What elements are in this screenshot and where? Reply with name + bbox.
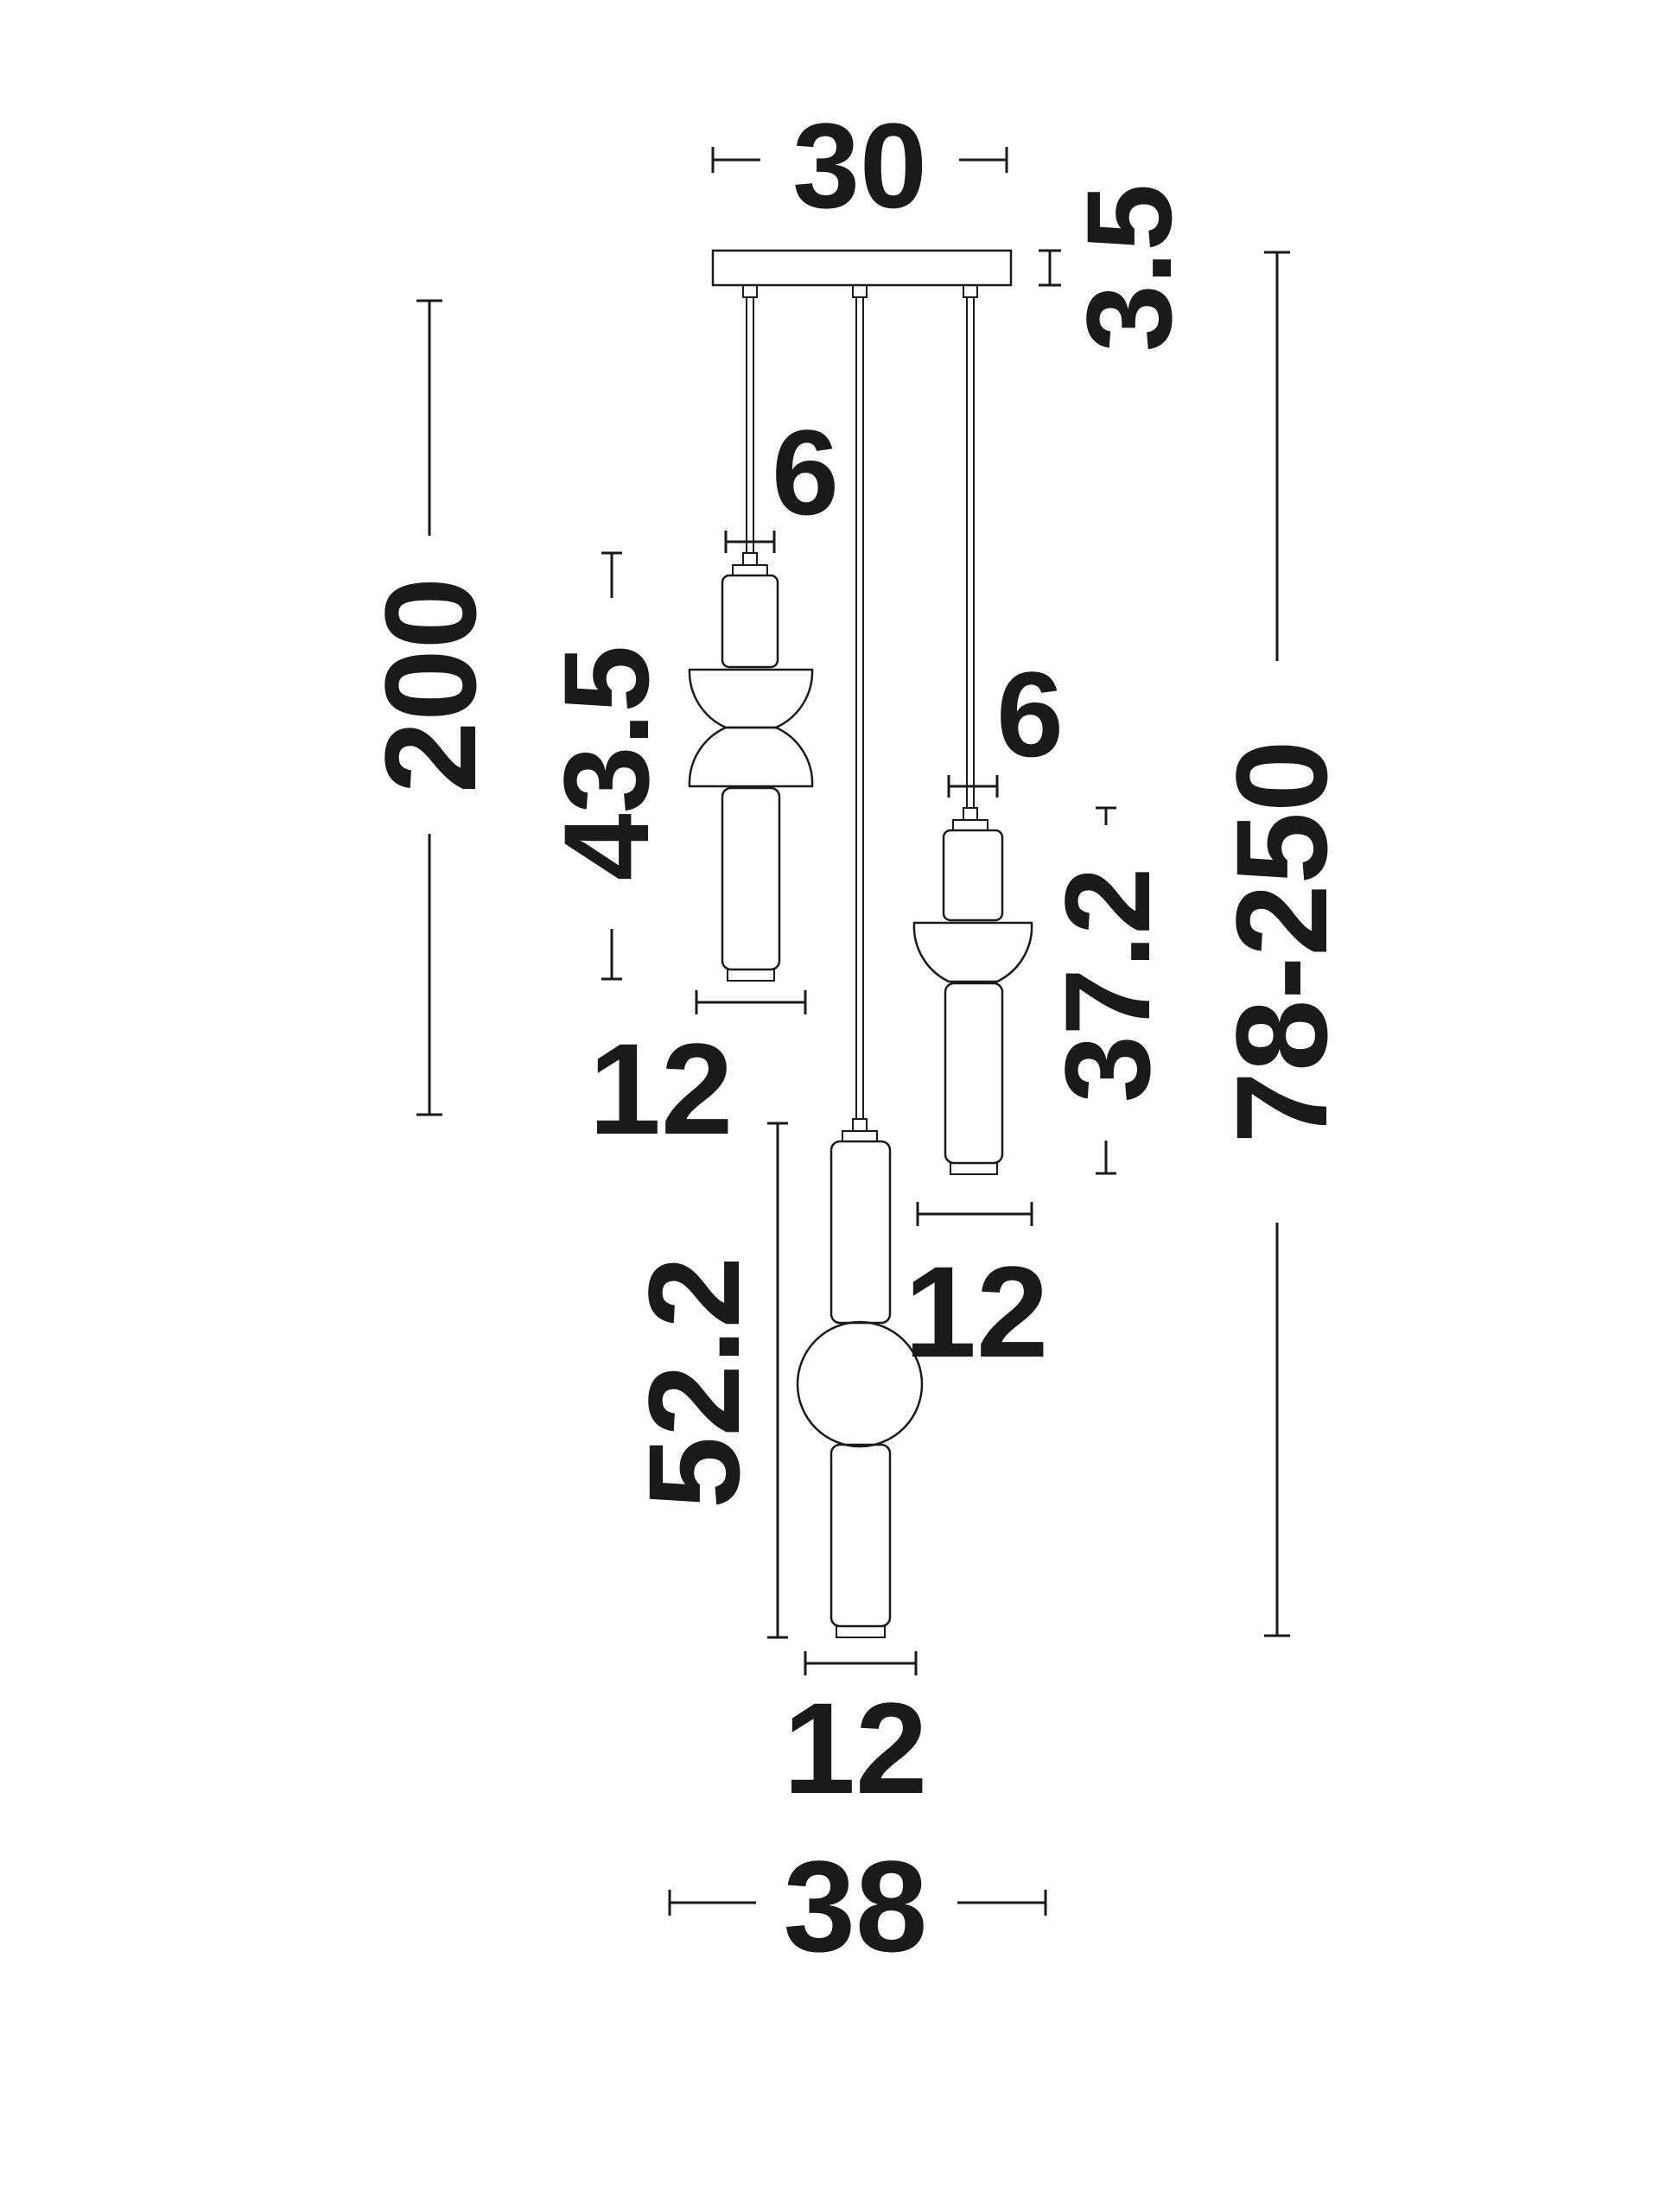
- pendant-center-height-dimension: 52.2: [621, 1122, 788, 1639]
- pendant-left: [688, 552, 814, 982]
- pendant-center-height-label: 52.2: [621, 1256, 766, 1509]
- cables: [746, 297, 975, 1119]
- total-height-dimension: 78-250: [1209, 251, 1354, 1637]
- pendant-center-width-dimension: 12: [784, 1651, 928, 1821]
- canopy-height-label: 3.5: [1061, 184, 1197, 353]
- pendant-right-width-label: 12: [905, 1239, 1049, 1384]
- pendant-center-width-label: 12: [784, 1675, 928, 1821]
- pendant-left-height-dimension: 43.5: [538, 551, 674, 981]
- pendant-right: [912, 807, 1033, 1175]
- pendant-left-cap-dimension: 6: [724, 404, 839, 553]
- total-height-label: 78-250: [1209, 740, 1354, 1143]
- pendant-right-width-dimension: 12: [905, 1202, 1049, 1384]
- pendant-left-cap-label: 6: [772, 404, 839, 540]
- canopy-width-dimension: 30: [711, 98, 1008, 233]
- pendant-center: [796, 1118, 924, 1638]
- canopy: [711, 249, 1013, 298]
- pendant-left-width-dimension: 12: [589, 990, 807, 1161]
- cable-length-dimension: 200: [358, 299, 503, 1116]
- pendant-left-width-label: 12: [589, 1016, 734, 1161]
- pendant-right-cap-label: 6: [996, 646, 1064, 782]
- pendant-right-cap-dimension: 6: [947, 646, 1064, 798]
- cable-length-label: 200: [358, 577, 503, 793]
- pendant-right-height-label: 37.2: [1039, 868, 1175, 1103]
- overall-width-label: 38: [784, 1834, 928, 1979]
- canopy-width-label: 30: [792, 98, 927, 233]
- overall-width-dimension: 38: [668, 1834, 1047, 1979]
- pendant-right-height-dimension: 37.2: [1039, 806, 1175, 1175]
- pendant-left-height-label: 43.5: [538, 645, 674, 880]
- canopy-height-dimension: 3.5: [1039, 184, 1197, 353]
